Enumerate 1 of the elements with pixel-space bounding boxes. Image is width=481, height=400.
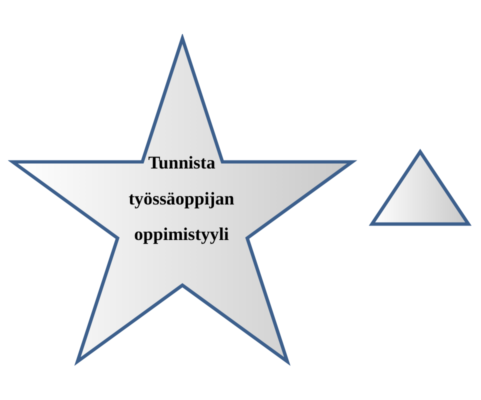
node-triangle [368, 148, 472, 226]
